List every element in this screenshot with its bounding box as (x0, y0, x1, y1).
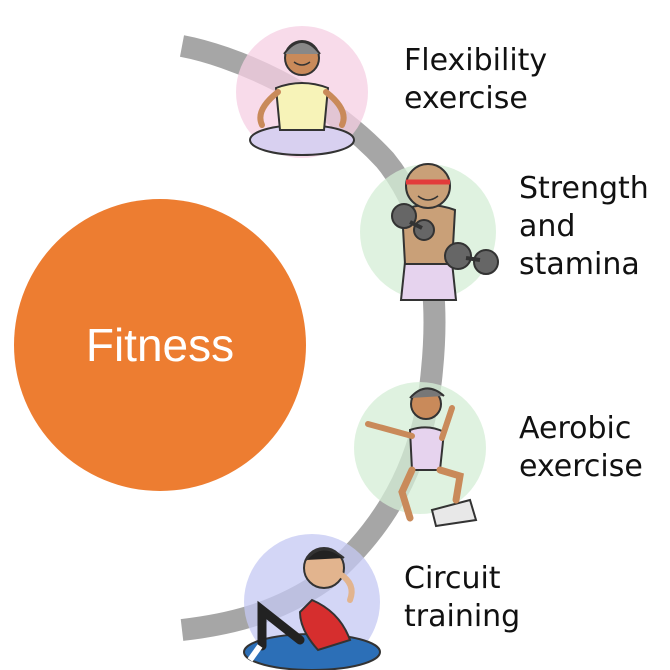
label-line: and (519, 209, 576, 244)
label-line: Strength (519, 171, 649, 206)
center-label: Fitness (86, 319, 234, 371)
label-line: Flexibility (404, 43, 548, 78)
item-label-strength: Strength and stamina (519, 170, 649, 284)
label-line: training (404, 599, 521, 634)
label-line: exercise (519, 449, 643, 484)
item-aerobic (354, 382, 486, 528)
label-line: stamina (519, 247, 640, 282)
label-line: Aerobic (519, 411, 632, 446)
center-circle (14, 199, 306, 491)
item-flexibility (236, 26, 368, 158)
meditating-woman-icon (249, 40, 355, 156)
item-circuit (243, 534, 381, 670)
item-label-circuit: Circuit training (404, 560, 520, 636)
item-label-flexibility: Flexibility exercise (404, 42, 547, 118)
step-aerobics-woman-icon (365, 387, 478, 528)
label-line: Circuit (404, 561, 501, 596)
dumbbell-lifter-icon (391, 163, 499, 301)
item-label-aerobic: Aerobic exercise (519, 410, 643, 486)
situps-man-icon (243, 547, 381, 670)
label-line: exercise (404, 81, 528, 116)
item-strength (360, 163, 499, 301)
